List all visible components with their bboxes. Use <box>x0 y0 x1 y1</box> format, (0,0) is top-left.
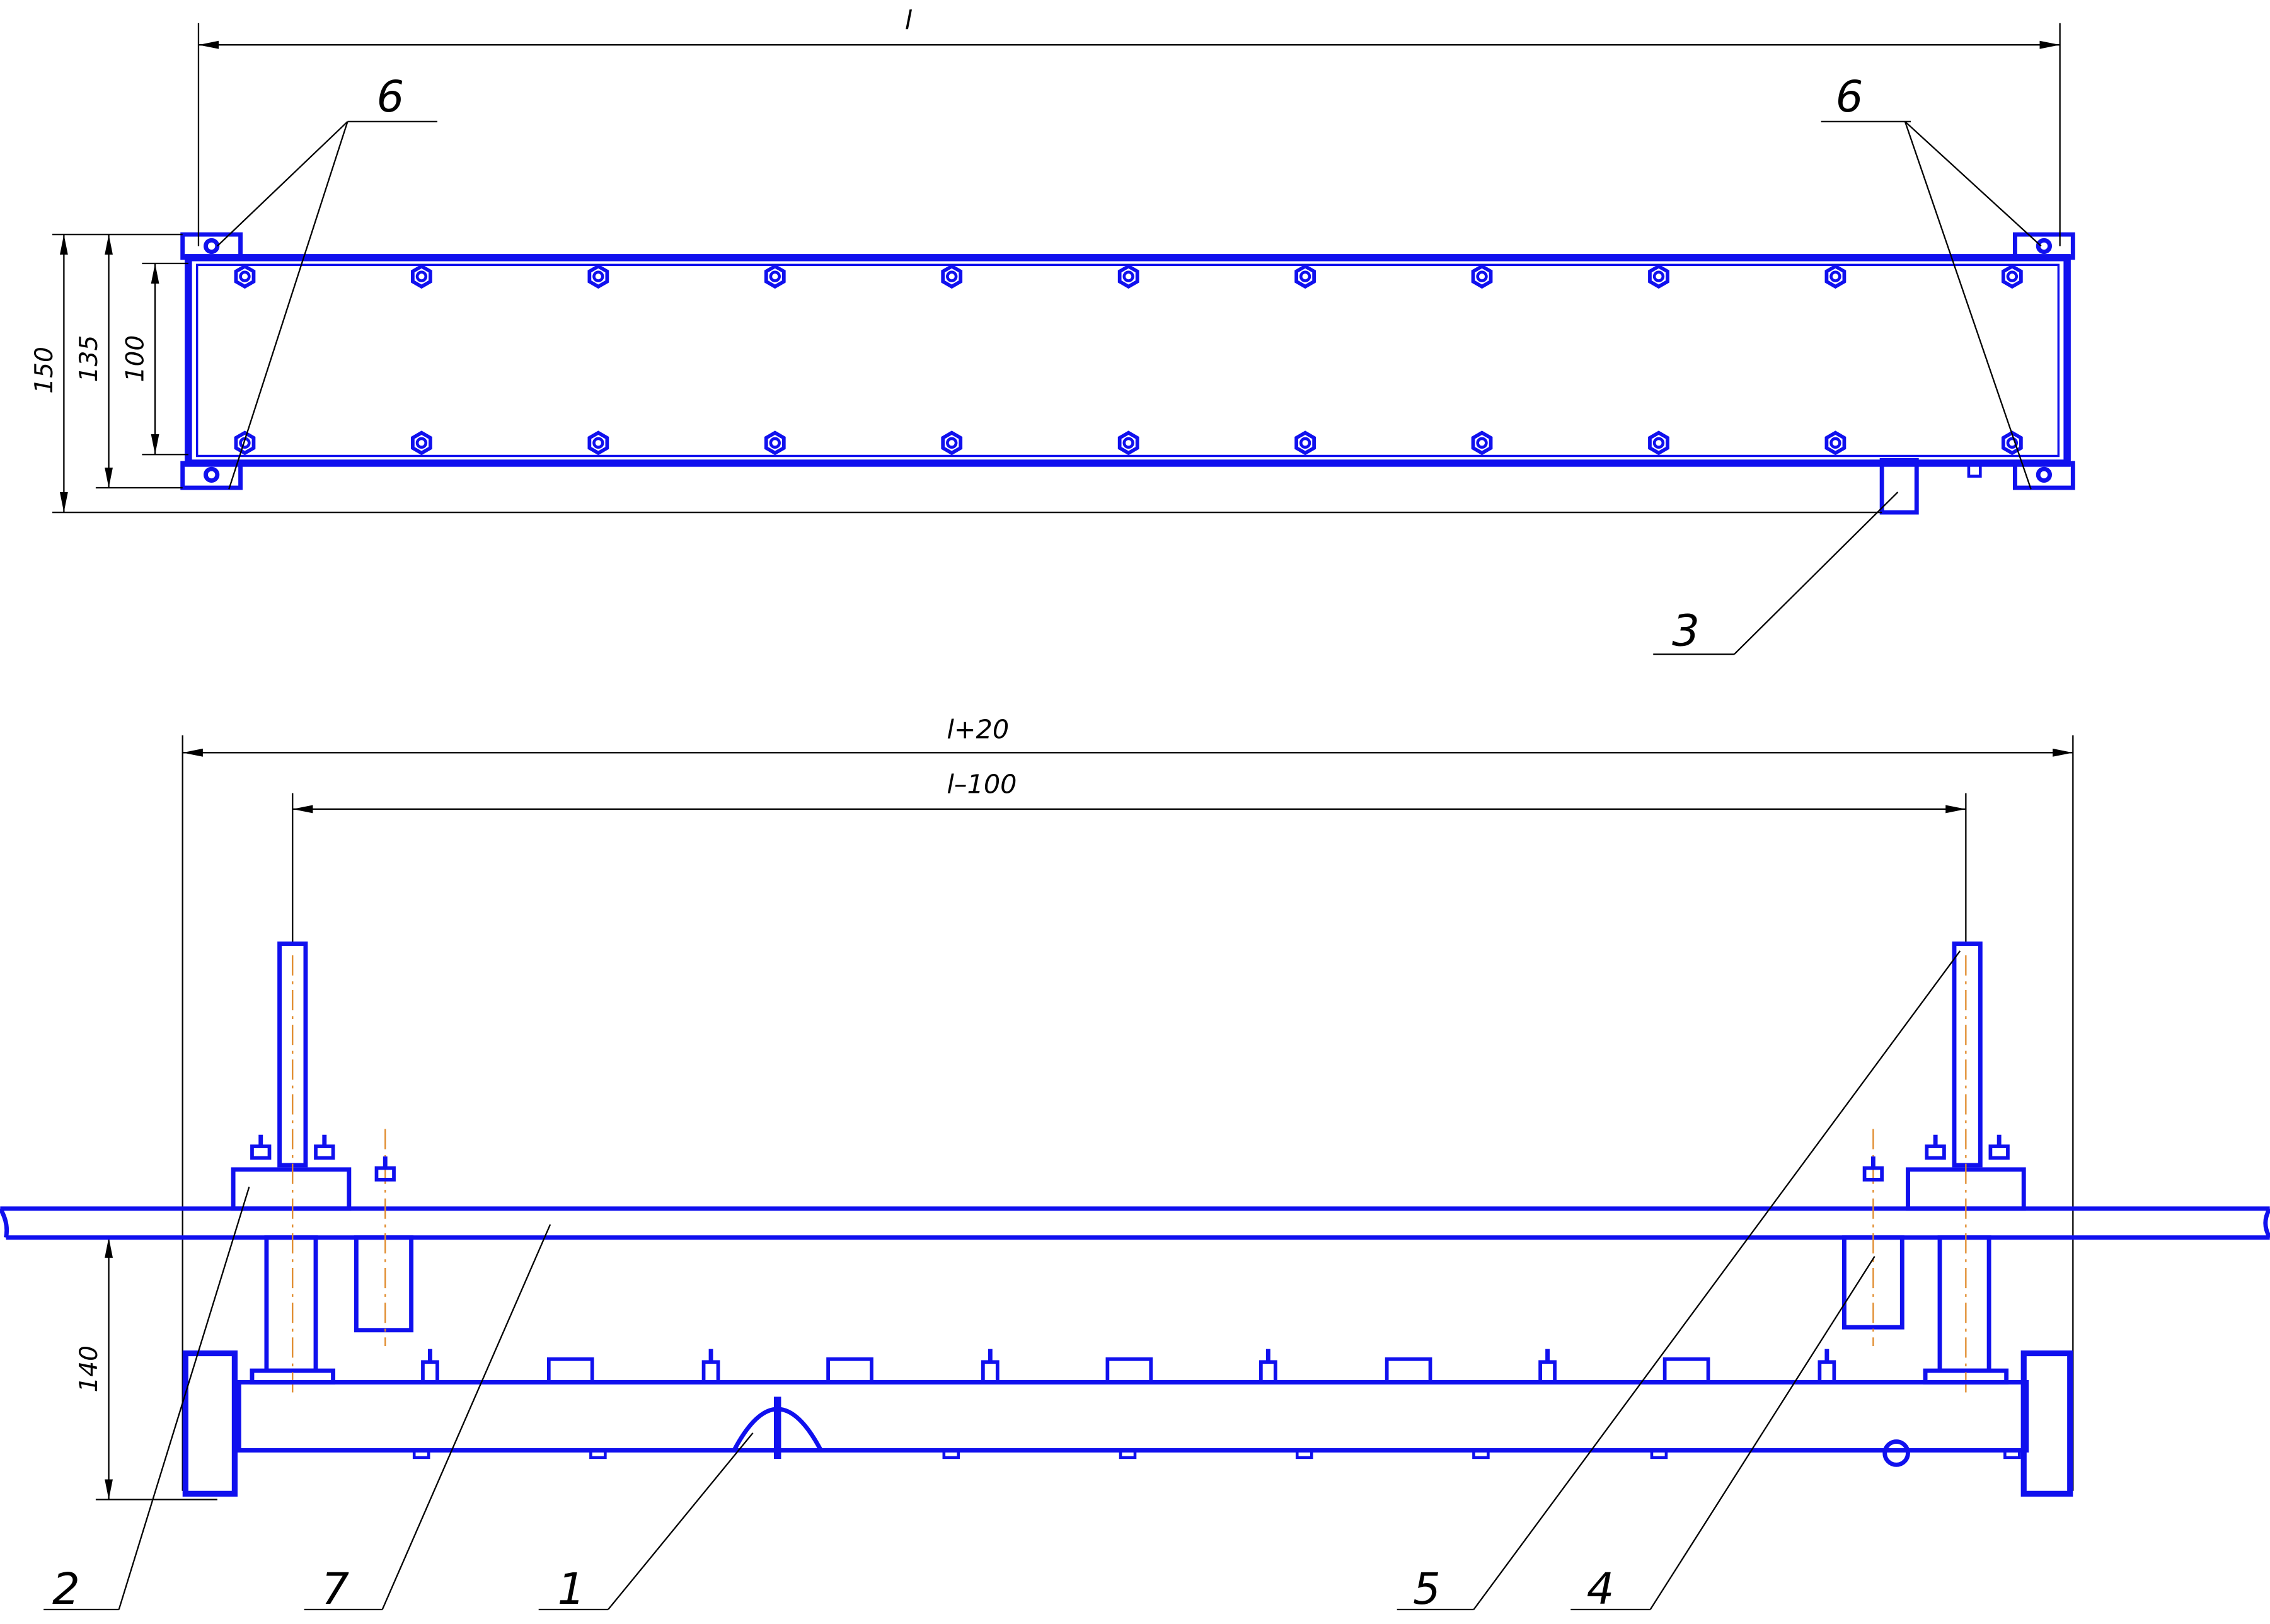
bolt-end <box>1119 1449 1137 1460</box>
callout-4: 4 <box>1587 1564 1615 1615</box>
dim-label-post-spacing: l–100 <box>947 769 1017 800</box>
rail <box>0 1206 2270 1240</box>
bolt-icon <box>1648 430 1669 456</box>
bolt-icon <box>411 430 432 456</box>
pad-plate <box>826 1357 873 1385</box>
top-view: l 150 135 100 6 6 3 <box>30 5 2075 656</box>
stud-icon <box>981 1349 1000 1385</box>
beam-fittings <box>412 1349 2021 1460</box>
end-cap-right <box>2020 1350 2073 1497</box>
bolt-icon <box>1471 264 1493 289</box>
nuts <box>250 1134 2010 1182</box>
bolt-icon <box>411 264 432 289</box>
front-view: l+20 l–100 140 <box>0 714 2270 1615</box>
post-left <box>231 942 414 1397</box>
callout-2: 2 <box>52 1564 80 1615</box>
nut-icon <box>314 1134 335 1160</box>
nut-icon <box>1862 1156 1884 1182</box>
bolt-icon <box>1648 264 1669 289</box>
bolt-end <box>1472 1449 1490 1460</box>
bracket-item-3 <box>1879 458 1919 515</box>
dim-label-overall: l+20 <box>947 714 1009 744</box>
bolt-icon <box>941 264 963 289</box>
stud-icon <box>1538 1349 1557 1385</box>
bolt-end <box>942 1449 960 1460</box>
bolt-end <box>412 1449 430 1460</box>
bolt-rows <box>234 264 2023 456</box>
pad-plate <box>546 1357 594 1385</box>
bolt-icon <box>1471 430 1493 456</box>
bolt-icon <box>234 264 256 289</box>
dim-label-150: 150 <box>30 347 59 394</box>
dim-label-l: l <box>905 5 913 35</box>
pad-plate <box>1385 1357 1432 1385</box>
pad-plate <box>1662 1357 1710 1385</box>
bolt-icon <box>2001 430 2023 456</box>
nut-icon <box>1925 1134 1946 1160</box>
bolt-icon <box>2001 264 2023 289</box>
bolt-icon <box>764 430 786 456</box>
bolt-end <box>1650 1449 1668 1460</box>
bolt-icon <box>1824 430 1847 456</box>
bolt-icon <box>1117 264 1139 289</box>
bolt-end <box>589 1449 607 1460</box>
bolt-end <box>1295 1449 1313 1460</box>
callout-3: 3 <box>1672 606 1700 656</box>
bolt-icon <box>587 264 609 289</box>
callout-1: 1 <box>558 1564 585 1615</box>
callout-6-right: 6 <box>1836 72 1864 122</box>
bolt-icon <box>1294 264 1316 289</box>
dim-label-135: 135 <box>75 335 103 383</box>
stud-icon <box>701 1349 720 1385</box>
stud-icon <box>1818 1349 1836 1385</box>
stud-icon <box>421 1349 439 1385</box>
bolt-icon <box>1117 430 1139 456</box>
nut-icon <box>374 1156 396 1182</box>
bolt-end <box>2003 1449 2021 1460</box>
small-lug <box>1967 461 1982 478</box>
frame-inner <box>195 263 2060 458</box>
dim-label-100: 100 <box>122 335 150 383</box>
bolt-icon <box>764 264 786 289</box>
callout-7: 7 <box>321 1564 349 1615</box>
bolt-icon <box>1294 430 1316 456</box>
callout-5: 5 <box>1413 1564 1441 1615</box>
post-right <box>1841 942 2026 1397</box>
callout-6-left: 6 <box>376 72 404 122</box>
bolt-icon <box>587 430 609 456</box>
corner-brackets <box>180 232 2075 490</box>
nut-icon <box>250 1134 272 1160</box>
stud-icon <box>1259 1349 1277 1385</box>
nut-icon <box>1988 1134 2010 1160</box>
bolt-icon <box>1824 264 1847 289</box>
end-cap-left <box>182 1350 238 1497</box>
bolt-icon <box>941 430 963 456</box>
dim-label-140: 140 <box>75 1345 103 1393</box>
bolt-icon <box>234 430 256 456</box>
pad-plate <box>1105 1357 1153 1385</box>
frame-outer <box>185 254 2071 467</box>
